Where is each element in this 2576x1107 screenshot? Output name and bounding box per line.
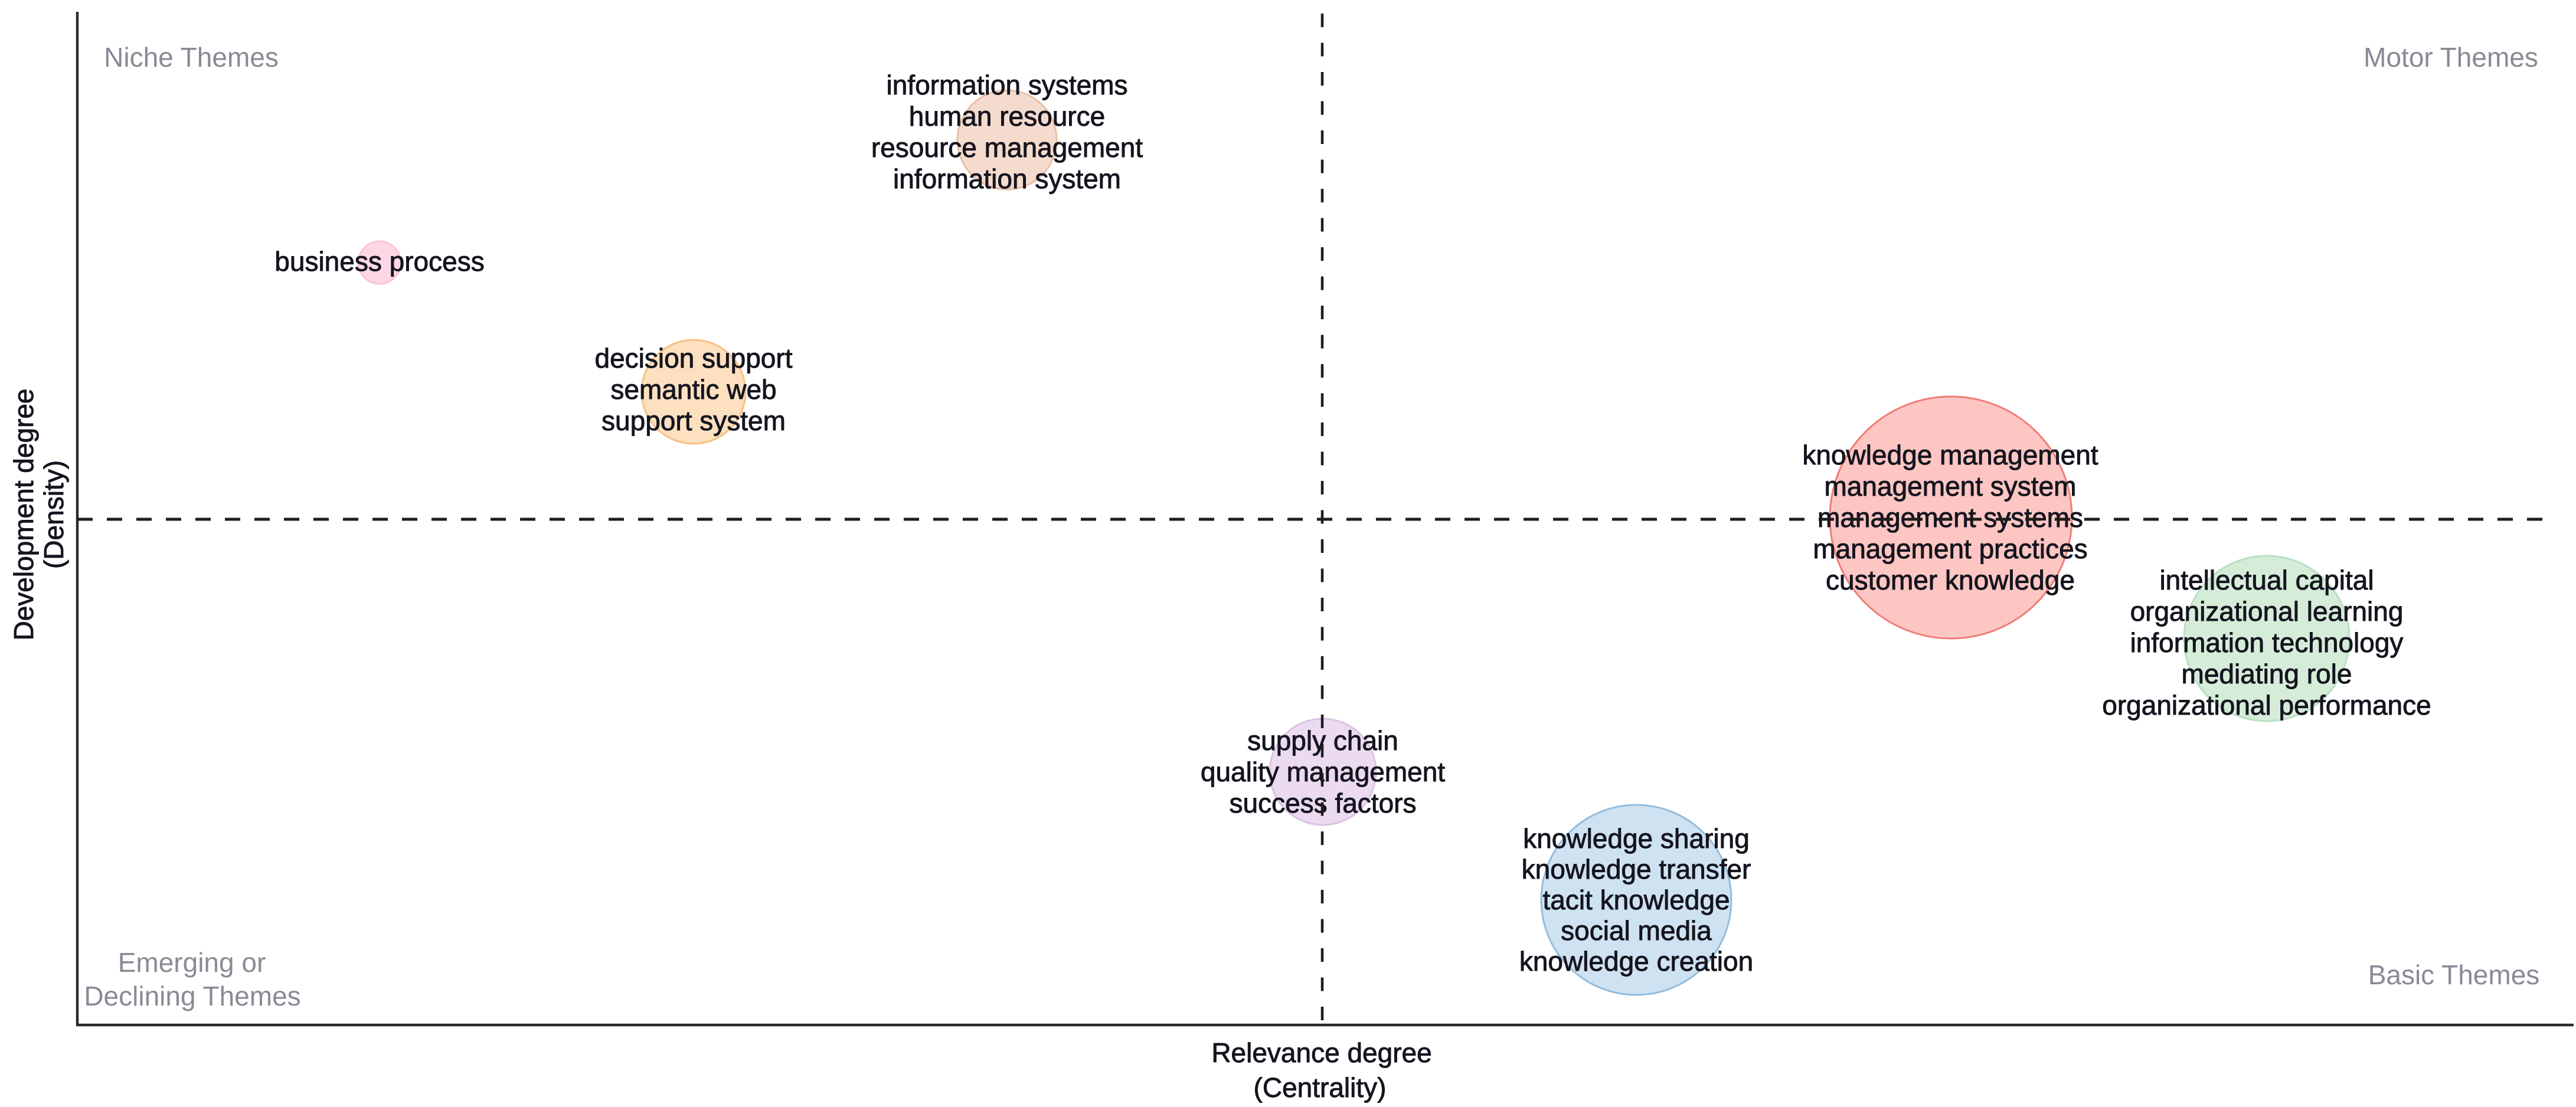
svg-text:human resource: human resource: [909, 101, 1105, 132]
svg-text:Declining Themes: Declining Themes: [84, 981, 300, 1011]
svg-text:organizational learning: organizational learning: [2130, 596, 2404, 627]
svg-text:information technology: information technology: [2130, 627, 2404, 658]
svg-text:(Density): (Density): [38, 460, 69, 569]
svg-text:customer knowledge: customer knowledge: [1826, 565, 2075, 595]
svg-text:quality management: quality management: [1201, 756, 1445, 787]
svg-text:organizational performance: organizational performance: [2102, 690, 2431, 720]
svg-text:tacit knowledge: tacit knowledge: [1542, 885, 1730, 915]
svg-text:management practices: management practices: [1813, 533, 2087, 564]
svg-text:semantic web: semantic web: [610, 374, 776, 405]
svg-text:information system: information system: [893, 163, 1121, 194]
svg-text:knowledge management: knowledge management: [1802, 440, 2098, 470]
svg-text:knowledge creation: knowledge creation: [1519, 946, 1753, 977]
svg-text:knowledge transfer: knowledge transfer: [1522, 854, 1751, 885]
svg-text:intellectual capital: intellectual capital: [2159, 565, 2374, 595]
svg-text:mediating role: mediating role: [2182, 659, 2352, 689]
svg-text:information systems: information systems: [886, 70, 1127, 100]
svg-text:resource management: resource management: [871, 132, 1143, 163]
svg-text:Basic Themes: Basic Themes: [2368, 959, 2540, 990]
svg-text:management systems: management systems: [1817, 502, 2083, 533]
svg-text:management system: management system: [1825, 471, 2077, 502]
svg-text:Niche Themes: Niche Themes: [104, 42, 279, 73]
svg-text:Motor Themes: Motor Themes: [2363, 42, 2538, 73]
svg-text:support system: support system: [601, 405, 786, 436]
svg-text:(Centrality): (Centrality): [1254, 1072, 1387, 1103]
svg-text:social media: social media: [1561, 915, 1712, 946]
svg-text:Emerging or: Emerging or: [118, 947, 266, 978]
svg-text:decision support: decision support: [595, 343, 793, 374]
svg-text:Development degree: Development degree: [8, 388, 39, 640]
svg-text:Relevance degree: Relevance degree: [1211, 1037, 1431, 1068]
svg-text:business process: business process: [274, 246, 484, 277]
svg-text:knowledge sharing: knowledge sharing: [1523, 823, 1750, 854]
